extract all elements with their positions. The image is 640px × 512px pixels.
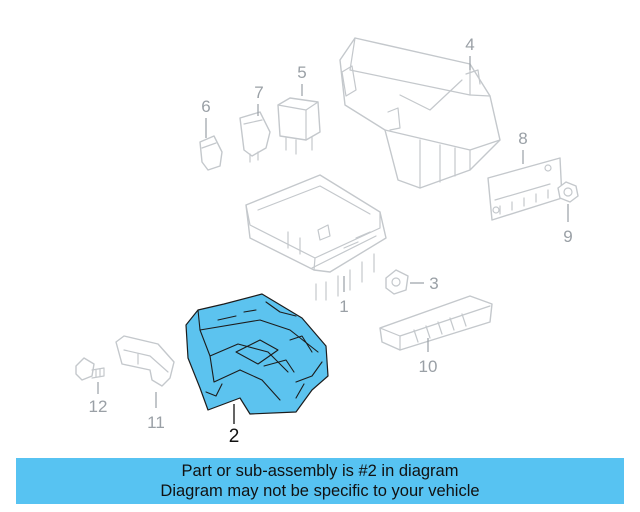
callout-10: 10	[419, 357, 438, 376]
callout-2: 2	[229, 426, 240, 447]
callout-leaders	[97, 56, 569, 424]
part-7-maxi-fuse[interactable]	[239, 111, 271, 163]
part-12-bolt[interactable]	[75, 357, 105, 381]
callout-9: 9	[563, 227, 572, 246]
part-9-nut[interactable]	[557, 181, 579, 203]
callout-6: 6	[201, 97, 210, 116]
callout-11: 11	[147, 413, 165, 432]
callout-3: 3	[429, 274, 438, 293]
callout-labels: 6 7 5 4 8 9 1 3 10 11 12 2	[89, 35, 573, 447]
callout-12: 12	[89, 397, 108, 416]
banner-line-disclaimer: Diagram may not be specific to your vehi…	[160, 482, 480, 500]
callout-7: 7	[254, 83, 263, 102]
callout-1: 1	[339, 297, 348, 316]
callout-8: 8	[518, 129, 527, 148]
part-8-bracket[interactable]	[487, 157, 563, 221]
banner-line-part-number: Part or sub-assembly is #2 in diagram	[181, 462, 459, 480]
callout-5: 5	[297, 63, 306, 82]
part-4-fuse-box-cover[interactable]	[339, 37, 501, 189]
callout-4: 4	[465, 35, 474, 54]
part-info-banner: Part or sub-assembly is #2 in diagram Di…	[16, 458, 624, 504]
part-1-fuse-box-base[interactable]	[245, 174, 387, 301]
part-6-blade-fuse[interactable]	[199, 135, 223, 171]
part-5-relay[interactable]	[277, 97, 321, 155]
parts-diagram: 6 7 5 4 8 9 1 3 10 11 12 2	[75, 35, 579, 447]
part-10-terminal-strip[interactable]	[379, 295, 493, 351]
part-3-clip-nut[interactable]	[385, 269, 409, 295]
part-11-mounting-bracket[interactable]	[115, 335, 175, 387]
part-2-highlighted-bracket[interactable]	[185, 293, 329, 415]
